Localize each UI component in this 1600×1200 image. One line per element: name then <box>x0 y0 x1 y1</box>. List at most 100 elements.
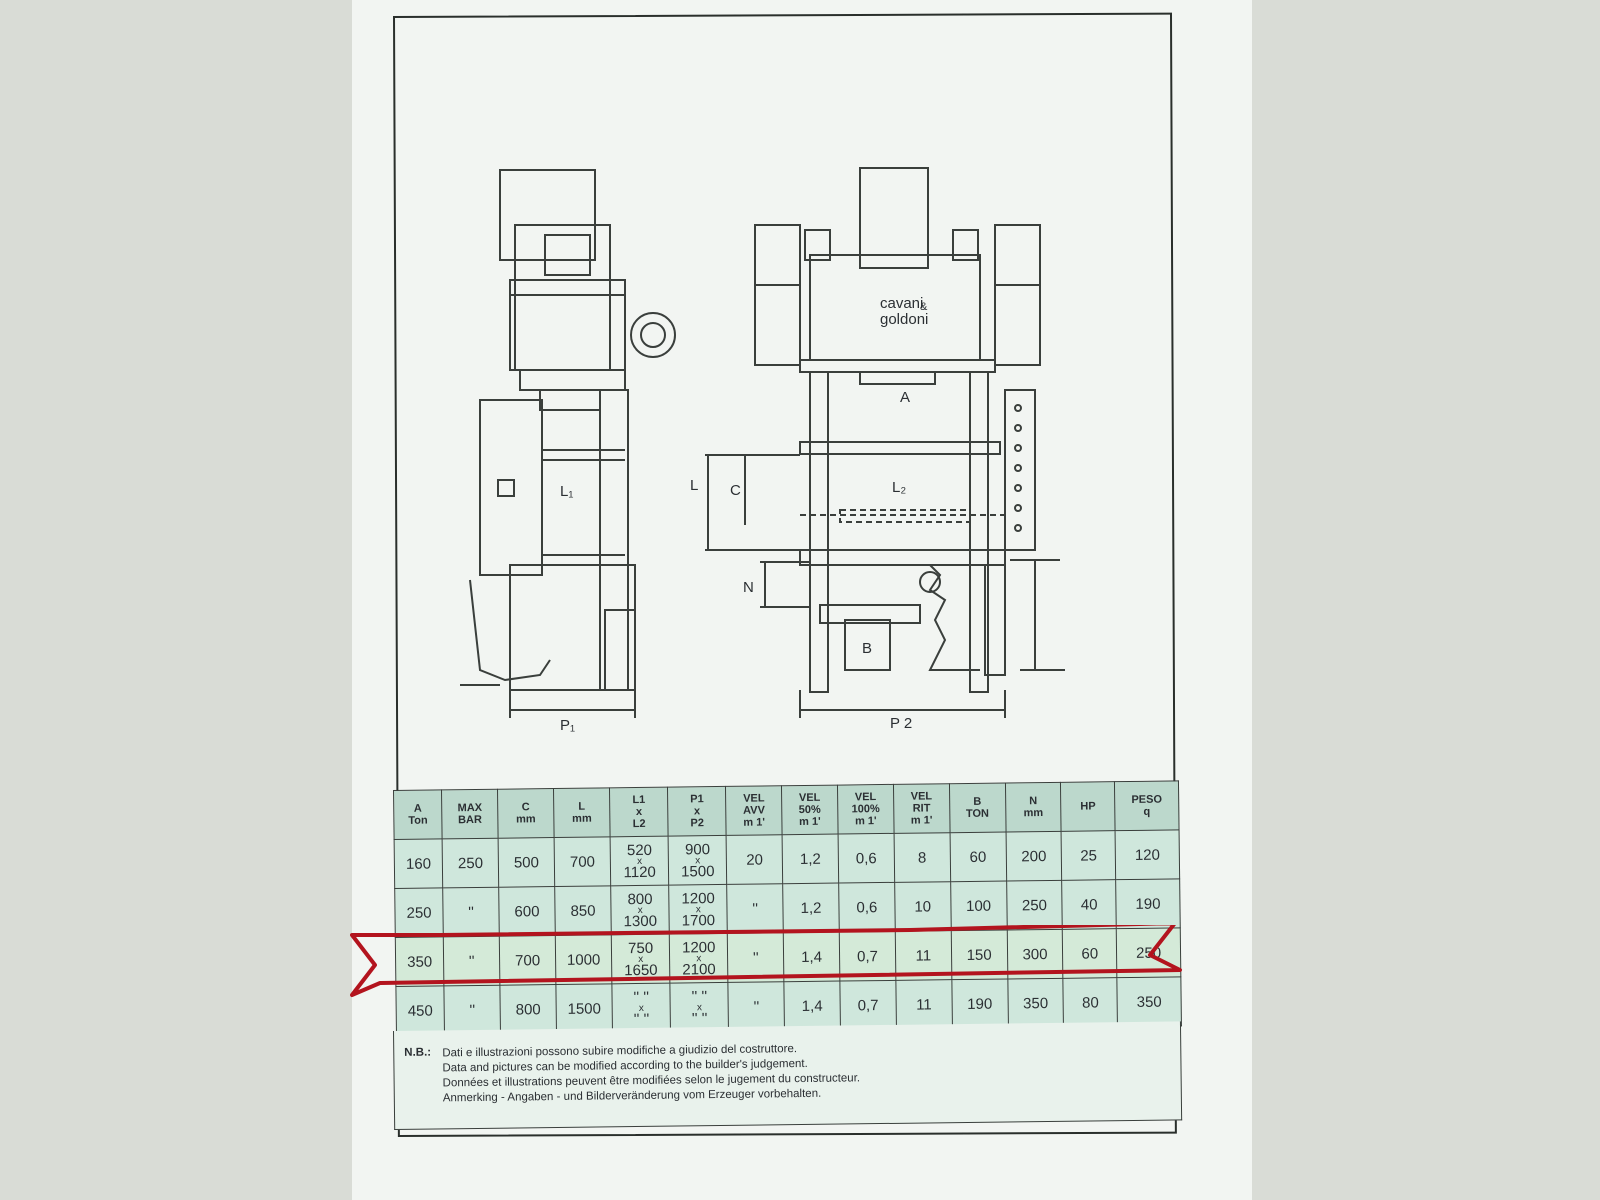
column-header-text: m 1' <box>743 816 766 829</box>
cell-a: 250 <box>394 887 444 938</box>
cell-avv: '' <box>727 883 784 934</box>
column-header-text: B <box>973 795 982 808</box>
column-header-text: AVV <box>743 804 765 817</box>
cell-n: 200 <box>1005 831 1063 882</box>
column-header-text: MAX <box>457 801 483 815</box>
column-header-text: L1 <box>632 793 646 807</box>
cell-rit: 11 <box>895 930 952 981</box>
cell-n: 350 <box>1007 978 1064 1029</box>
label-p2: P 2 <box>890 715 912 732</box>
cell-peso: 190 <box>1115 878 1181 929</box>
press-drawings-svg: cavani & goldoni L₁ L₂ L C A N B P₁ P 2 <box>460 167 1065 734</box>
cell-l1-l2: '' ''x'' '' <box>612 983 671 1033</box>
cell-v50: 1,4 <box>783 932 840 982</box>
column-header-text: L2 <box>632 817 646 831</box>
cell-value: '' '' <box>691 987 708 1005</box>
cell-p1-p2: '' ''x'' '' <box>670 982 729 1033</box>
cell-rit: 11 <box>895 979 953 1030</box>
cell-c: 500 <box>498 837 555 888</box>
cell-c: 800 <box>499 984 557 1035</box>
cell-peso: 350 <box>1116 976 1182 1027</box>
column-header-text: VEL <box>910 790 933 803</box>
cell-value: '' '' <box>633 1010 650 1028</box>
cell-b: 100 <box>950 881 1007 931</box>
cell-v100: 0,6 <box>838 882 896 933</box>
cell-v50: 1,4 <box>783 981 841 1031</box>
cell-peso: 250 <box>1116 927 1181 978</box>
cell-hp: 40 <box>1062 879 1117 930</box>
cell-value: '' '' <box>691 1009 708 1027</box>
cell-hp: 60 <box>1062 928 1117 979</box>
label-c: C <box>730 482 741 499</box>
cell-rit: 10 <box>894 881 951 932</box>
column-header-text: m 1' <box>799 815 821 829</box>
cell-a: 160 <box>394 838 443 889</box>
cell-value: 1200 <box>681 889 715 907</box>
cell-peso: 120 <box>1115 829 1180 880</box>
column-header-text: C <box>521 801 530 814</box>
column-header-text: m 1' <box>854 815 877 828</box>
cell-v50: 1,2 <box>782 883 840 933</box>
cell-b: 150 <box>950 930 1008 980</box>
column-header-text: HP <box>1080 800 1096 813</box>
column-header-text: 100% <box>851 803 880 816</box>
cell-v50: 1,2 <box>782 834 839 884</box>
cell-bar: 250 <box>442 838 499 888</box>
column-header: HP <box>1060 781 1116 832</box>
column-header-text: 50% <box>798 803 821 817</box>
front-view-drawing <box>705 167 1065 718</box>
column-header-text: mm <box>516 813 536 826</box>
column-header-text: PESO <box>1131 793 1163 806</box>
brand-cavani: cavani <box>880 295 923 312</box>
cell-hp: 80 <box>1063 977 1118 1028</box>
cell-l: 1000 <box>555 934 613 985</box>
cell-avv: '' <box>727 932 784 983</box>
cell-avv: 20 <box>726 834 783 885</box>
column-header-text: A <box>413 802 422 815</box>
cell-c: 700 <box>499 935 556 986</box>
cell-l: 850 <box>554 885 612 936</box>
cell-value: 750 <box>628 939 654 957</box>
cell-v100: 0,7 <box>839 931 896 982</box>
column-header-text: x <box>693 805 701 818</box>
label-l: L <box>690 477 698 494</box>
cell-avv: '' <box>728 981 785 1032</box>
cell-value: 1200 <box>681 938 716 956</box>
cell-value: 800 <box>627 890 653 908</box>
column-header-text: VEL <box>798 791 821 805</box>
cell-value: 520 <box>626 841 653 859</box>
column-header-text: N <box>1029 795 1038 808</box>
cell-value: 1700 <box>681 911 716 929</box>
brand-ampersand: & <box>920 301 928 313</box>
column-header-text: VEL <box>743 792 765 805</box>
label-p1: P₁ <box>560 717 575 734</box>
column-header-text: m 1' <box>910 814 933 827</box>
cell-bar: '' <box>442 887 500 937</box>
cell-n: 250 <box>1006 880 1063 931</box>
cell-value: 1120 <box>623 863 656 881</box>
cell-bar: '' <box>444 985 501 1035</box>
column-header-text: VEL <box>854 791 877 804</box>
column-header-text: x <box>635 805 643 819</box>
side-view-drawing <box>460 169 676 718</box>
cell-b: 190 <box>951 979 1009 1029</box>
column-header-text: BAR <box>457 813 482 827</box>
cell-c: 600 <box>498 886 556 937</box>
cell-v100: 0,6 <box>837 833 895 884</box>
cell-value: 2100 <box>682 960 716 978</box>
